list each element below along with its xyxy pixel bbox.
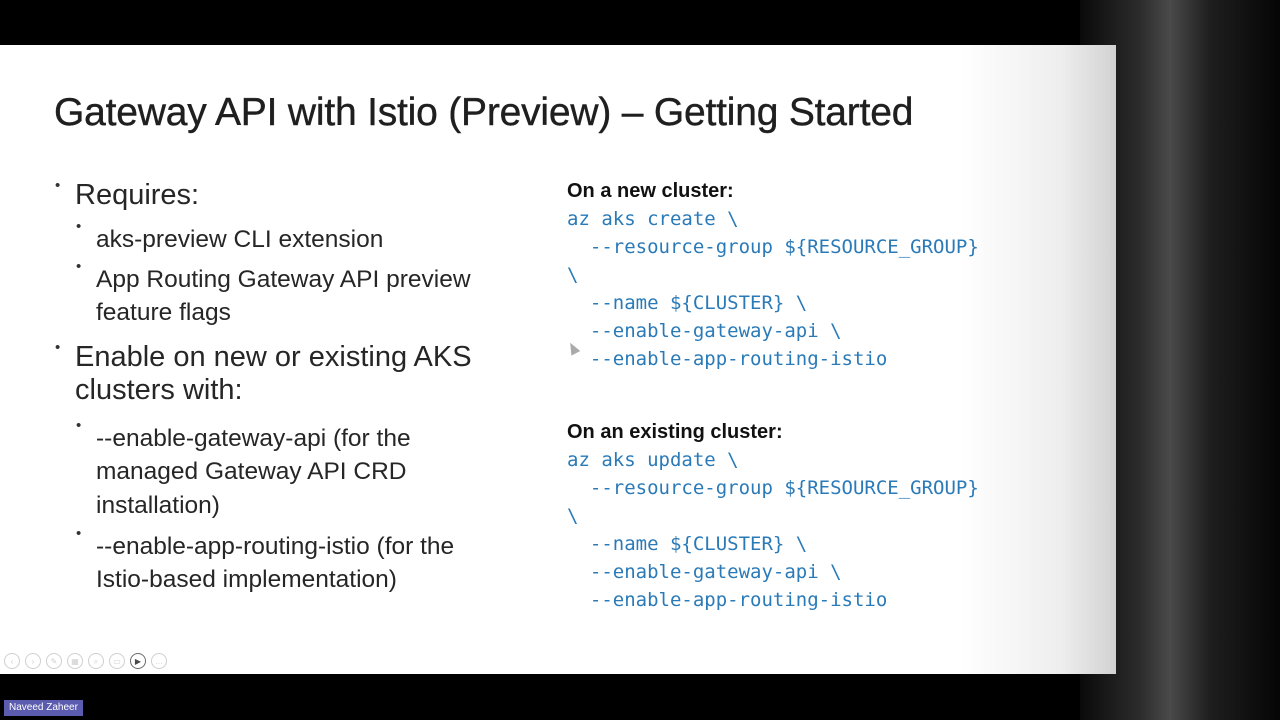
- participant-name-tag: Naveed Zaheer: [4, 700, 83, 716]
- zoom-icon[interactable]: ⌕: [88, 653, 104, 669]
- bullet-feature-flags: App Routing Gateway API preview feature …: [76, 257, 526, 330]
- bullet-enable-clusters: Enable on new or existing AKS clusters w…: [55, 339, 515, 407]
- bullet-aks-preview: aks-preview CLI extension: [76, 217, 536, 256]
- slide-title: Gateway API with Istio (Preview) – Getti…: [54, 91, 914, 134]
- bullet-requires: Requires:: [55, 177, 545, 212]
- bullet-enable-app-routing-istio: --enable-app-routing-istio (for the Isti…: [76, 524, 506, 597]
- previous-icon[interactable]: ‹: [4, 653, 20, 669]
- existing-cluster-code: az aks update \ --resource-group ${RESOU…: [567, 449, 979, 611]
- subtitles-icon[interactable]: ▭: [109, 653, 125, 669]
- more-icon[interactable]: …: [151, 653, 167, 669]
- next-icon[interactable]: ›: [25, 653, 41, 669]
- slides-grid-icon[interactable]: ▦: [67, 653, 83, 669]
- presentation-slide: Gateway API with Istio (Preview) – Getti…: [0, 45, 1116, 674]
- new-cluster-code: az aks create \ --resource-group ${RESOU…: [567, 208, 979, 370]
- new-cluster-heading: On a new cluster:: [567, 180, 734, 202]
- camera-icon[interactable]: ▶: [130, 653, 146, 669]
- bullet-enable-gateway-api: --enable-gateway-api (for the managed Ga…: [76, 416, 486, 522]
- existing-cluster-heading: On an existing cluster:: [567, 421, 783, 443]
- pen-icon[interactable]: ✎: [46, 653, 62, 669]
- slideshow-toolbar: ‹ › ✎ ▦ ⌕ ▭ ▶ …: [4, 651, 167, 671]
